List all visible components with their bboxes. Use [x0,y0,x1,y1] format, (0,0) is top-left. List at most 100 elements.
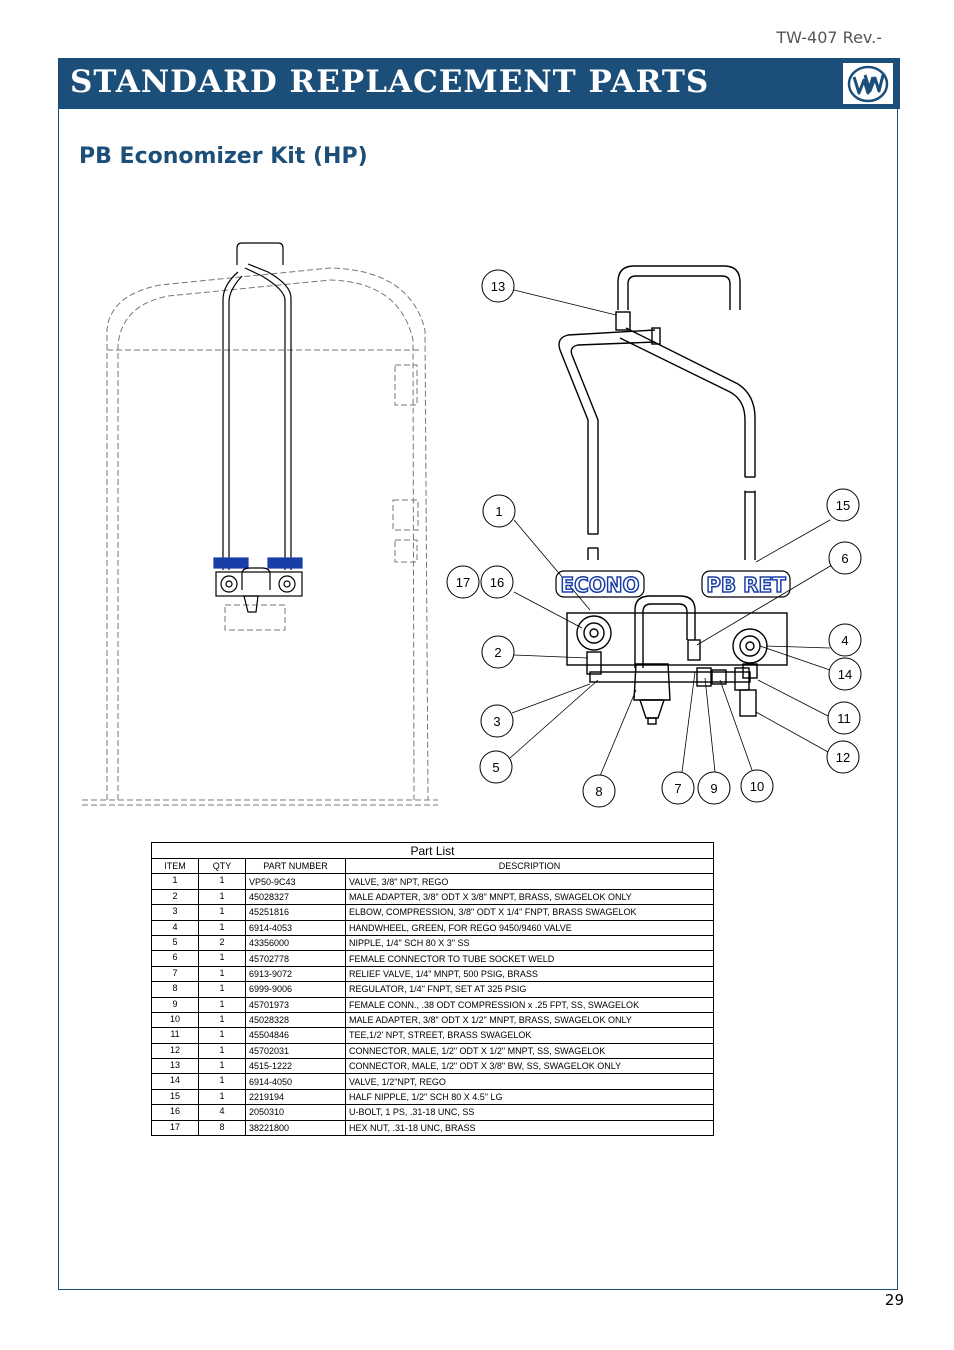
callout-9: 9 [697,771,731,805]
part-number: 45028328 [245,1011,346,1029]
part-number: 45702031 [245,1042,346,1060]
svg-text:11: 11 [837,711,851,726]
part-description: VALVE, 1/2"NPT, REGO [345,1073,714,1090]
section-title: PB Economizer Kit (HP) [79,144,368,169]
part-number: 45701973 [245,996,346,1013]
svg-text:3: 3 [493,714,500,729]
part-number: 2219194 [245,1088,346,1106]
part-description: MALE ADAPTER, 3/8" ODT X 1/2" MNPT, BRAS… [345,1011,714,1029]
part-description: MALE ADAPTER, 3/8" ODT X 3/8" MNPT, BRAS… [345,888,714,906]
company-logo [842,62,894,105]
part-list-table: Part List ITEM QTY PART NUMBER DESCRIPTI… [151,842,714,1137]
callout-1: 1 [482,494,516,528]
callout-8: 8 [582,774,616,808]
part-item: 8 [151,981,199,998]
part-number: 45702778 [245,950,346,967]
part-item: 3 [151,904,199,921]
part-item: 2 [151,888,199,906]
callout-12: 12 [826,740,860,774]
callout-bubbles: 13 1 17 16 2 3 5 8 7 9 10 15 6 4 14 11 1… [446,269,862,808]
part-qty: 1 [198,996,246,1013]
svg-text:7: 7 [674,781,681,796]
part-item: 10 [151,1011,199,1029]
handwheel-right [732,628,768,664]
part-item: 13 [151,1058,199,1075]
part-qty: 1 [198,904,246,921]
part-description: CONNECTOR, MALE, 1/2" ODT X 1/2" MNPT, S… [345,1042,714,1060]
part-item: 6 [151,950,199,967]
part-number: 2050310 [245,1104,346,1121]
callout-11: 11 [827,701,861,735]
part-qty: 1 [198,950,246,967]
part-description: FEMALE CONN., .38 ODT COMPRESSION x .25 … [345,996,714,1013]
col-item: ITEM [151,857,199,875]
part-item: 7 [151,965,199,983]
svg-text:14: 14 [838,667,852,682]
part-number: 6914-4050 [245,1073,346,1090]
part-description: U-BOLT, 1 PS, .31-18 UNC, SS [345,1104,714,1121]
callout-10: 10 [740,769,774,803]
part-item: 1 [151,873,199,890]
part-number: 4515-1222 [245,1058,346,1075]
part-item: 16 [151,1104,199,1121]
document-id: TW-407 Rev.- [776,28,882,47]
part-qty: 2 [198,934,246,952]
part-description: HANDWHEEL, GREEN, FOR REGO 9450/9460 VAL… [345,919,714,936]
part-qty: 1 [198,1073,246,1090]
page-title: STANDARD REPLACEMENT PARTS [70,64,710,100]
callout-13: 13 [481,269,515,303]
callout-14: 14 [828,657,862,691]
part-description: ELBOW, COMPRESSION, 3/8" ODT X 1/4" FNPT… [345,904,714,921]
part-qty: 1 [198,1058,246,1075]
part-qty: 1 [198,873,246,890]
leader-lines [509,289,833,777]
part-description: HEX NUT, .31-18 UNC, BRASS [345,1119,714,1137]
tube-runs-small [213,242,303,613]
part-item: 15 [151,1088,199,1106]
callout-4: 4 [828,623,862,657]
valve-labels [555,570,791,598]
part-item: 4 [151,919,199,936]
part-qty: 8 [198,1119,246,1137]
part-item: 11 [151,1027,199,1044]
part-qty: 1 [198,1042,246,1060]
page-number: 29 [884,1291,904,1309]
part-number: 45504846 [245,1027,346,1044]
svg-text:9: 9 [710,781,717,796]
part-item: 14 [151,1073,199,1090]
part-description: RELIEF VALVE, 1/4" MNPT, 500 PSIG, BRASS [345,965,714,983]
svg-text:13: 13 [491,279,505,294]
part-number: 38221800 [245,1119,346,1137]
econo-label: ECONO [560,573,639,597]
part-number: 6999-9006 [245,981,346,998]
part-description: FEMALE CONNECTOR TO TUBE SOCKET WELD [345,950,714,967]
part-number: 6914-4053 [245,919,346,936]
part-list-title: Part List [151,842,714,859]
svg-text:16: 16 [490,575,504,590]
callout-6: 6 [828,541,862,575]
svg-text:2: 2 [494,645,501,660]
svg-text:4: 4 [841,633,848,648]
part-item: 9 [151,996,199,1013]
part-description: HALF NIPPLE, 1/2" SCH 80 X 4.5" LG [345,1088,714,1106]
svg-text:17: 17 [456,575,470,590]
callout-2: 2 [481,635,515,669]
title-banner: STANDARD REPLACEMENT PARTS [58,58,900,109]
svg-text:6: 6 [841,551,848,566]
part-qty: 1 [198,919,246,936]
part-description: VALVE, 3/8" NPT, REGO [345,873,714,890]
part-qty: 1 [198,888,246,906]
